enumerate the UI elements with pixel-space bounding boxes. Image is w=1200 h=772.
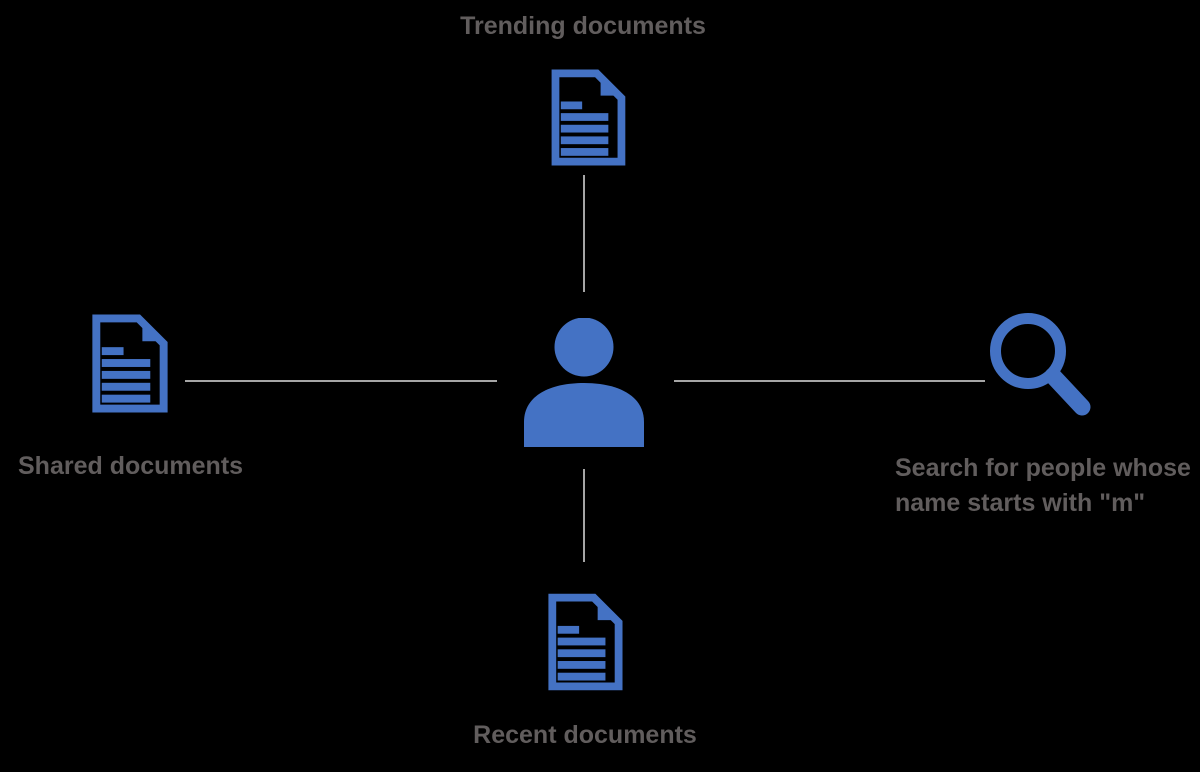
search-icon [990, 312, 1092, 418]
connector-center-to-trending [583, 175, 585, 292]
connector-center-to-shared [185, 380, 497, 382]
connector-center-to-recent [583, 469, 585, 562]
connector-center-to-search [674, 380, 985, 382]
document-icon [548, 69, 626, 166]
person-icon [523, 318, 645, 447]
label-shared-documents: Shared documents [18, 452, 244, 480]
document-icon [88, 314, 169, 413]
label-search-people: Search for people whose name starts with… [895, 454, 1191, 517]
label-recent-documents: Recent documents [473, 721, 697, 749]
document-icon [545, 592, 623, 692]
label-trending-documents: Trending documents [460, 12, 706, 40]
